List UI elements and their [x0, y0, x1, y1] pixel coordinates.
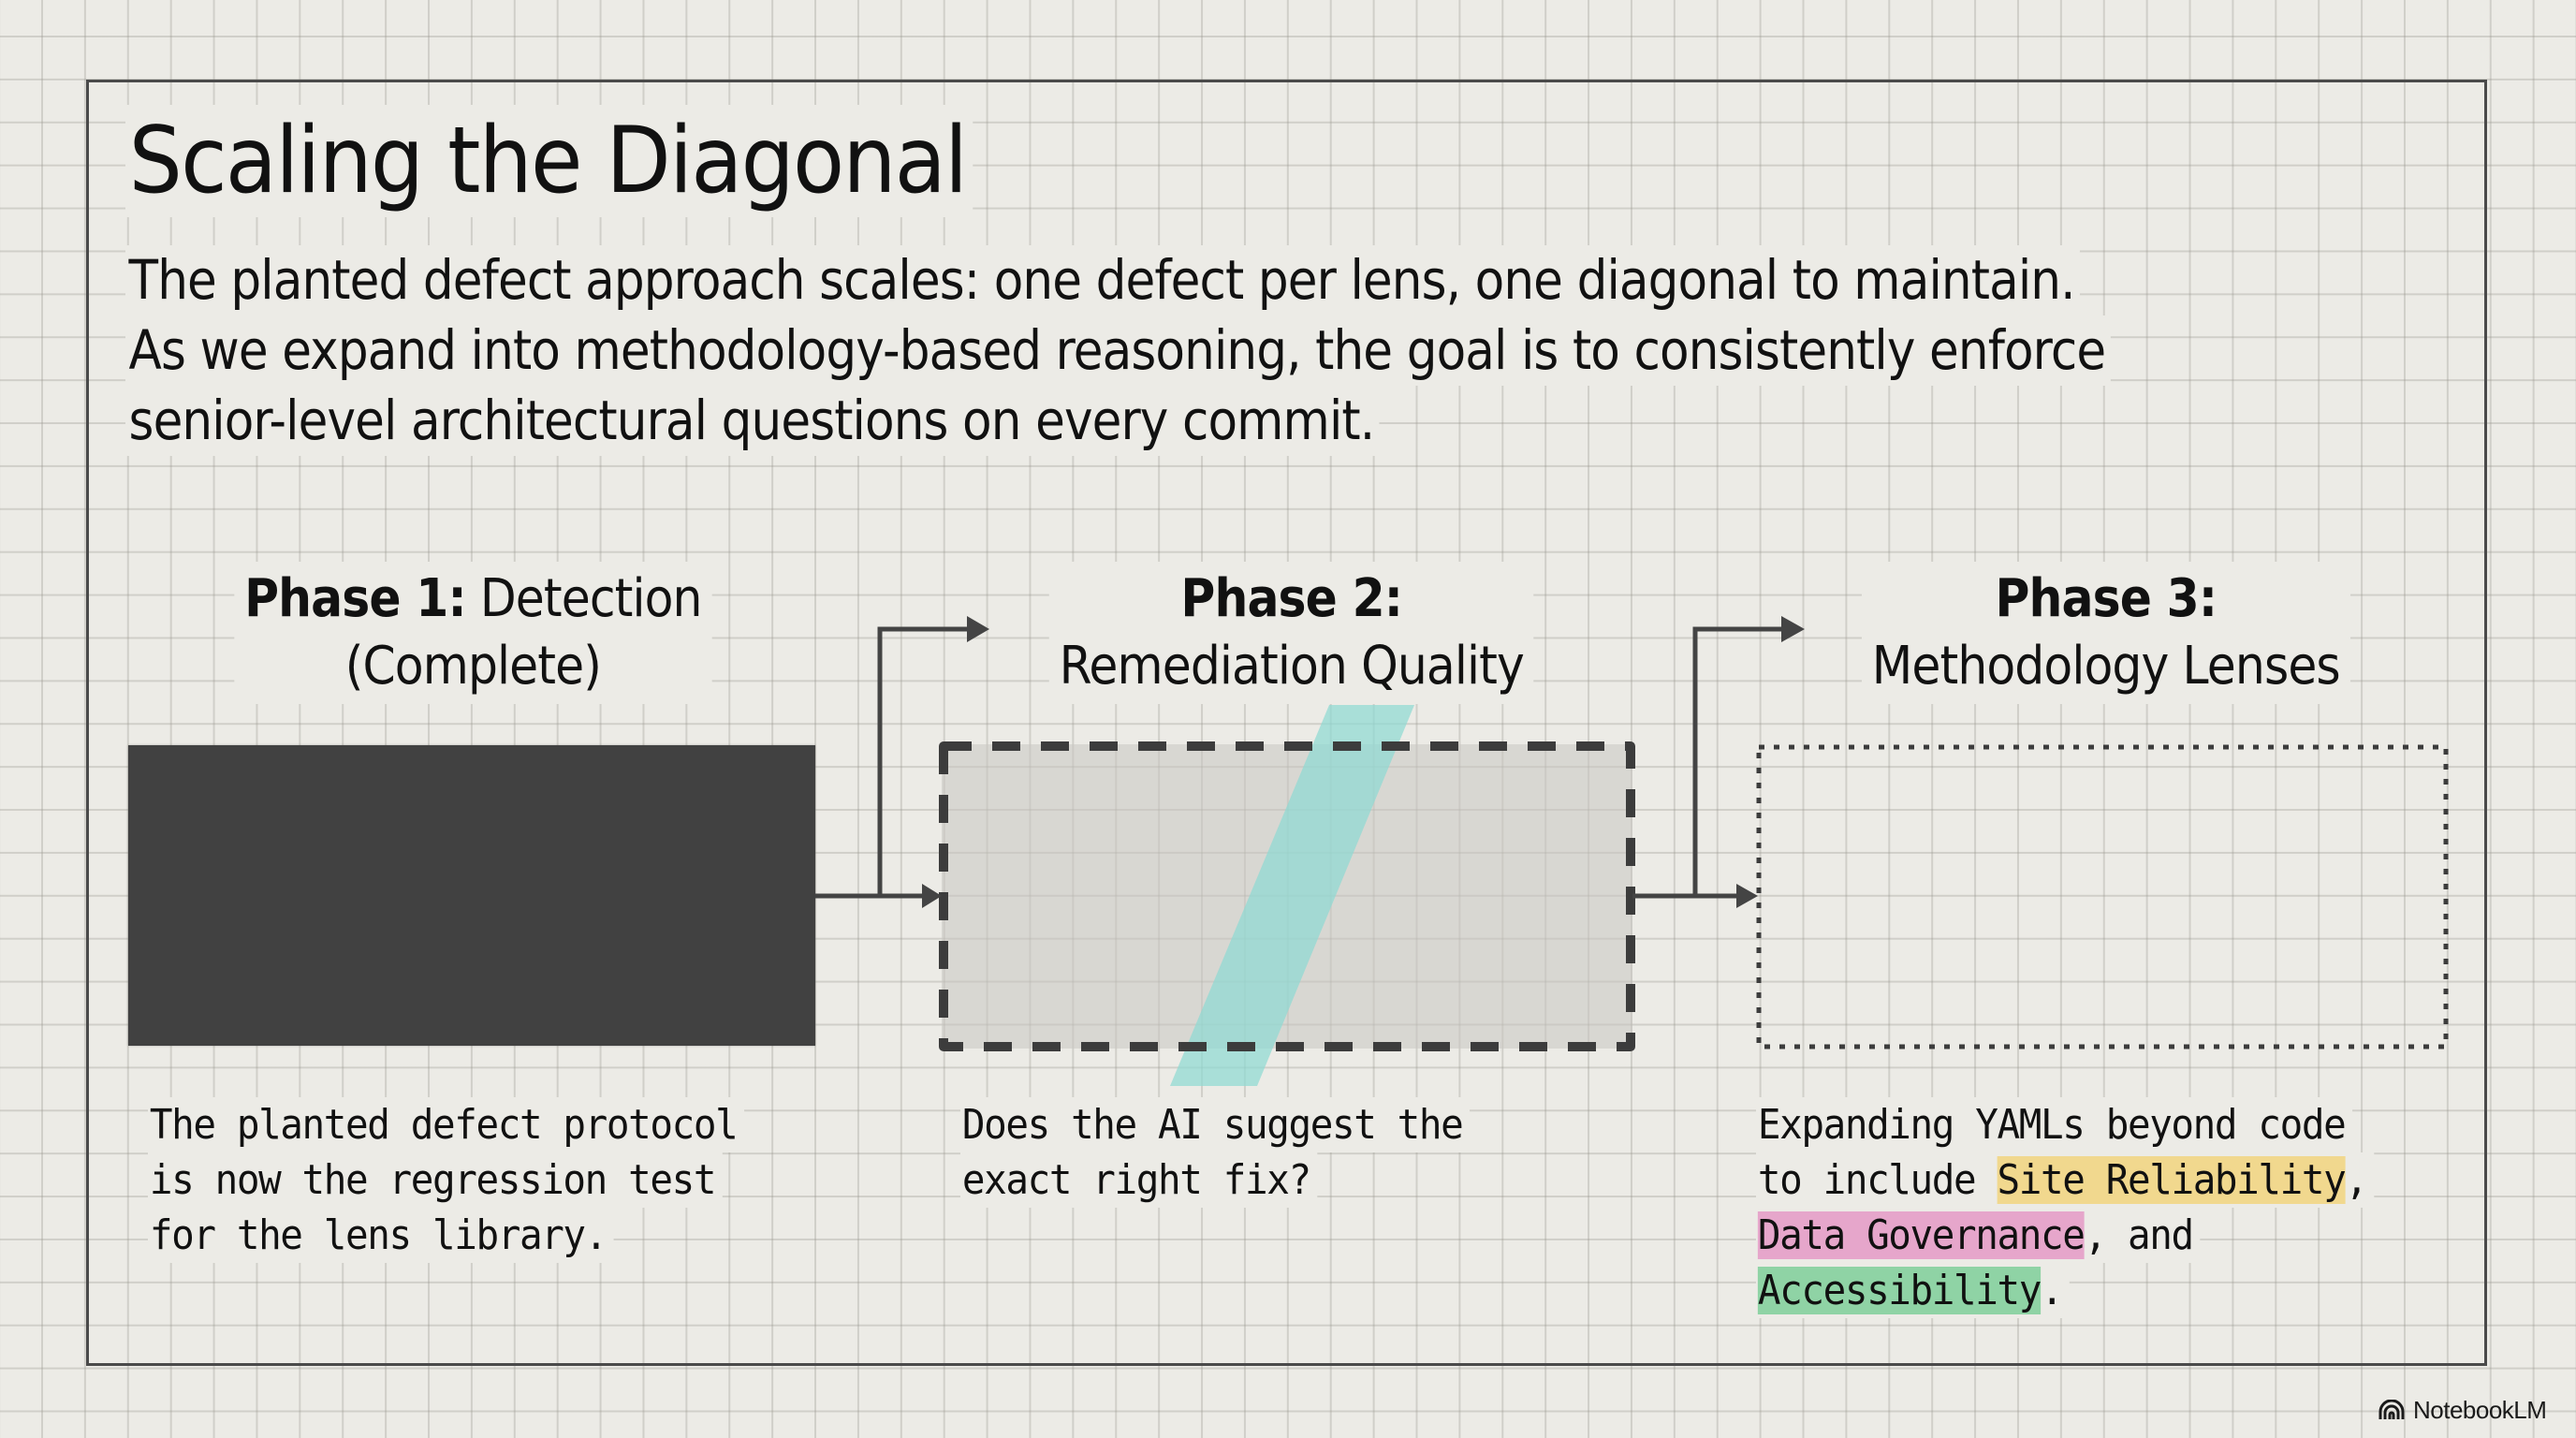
- description-line: Data Governance, and: [1756, 1208, 2201, 1263]
- phase-3-description: Expanding YAMLs beyond code to include S…: [1756, 1097, 2375, 1318]
- description-line: The planted defect protocol: [148, 1097, 744, 1152]
- highlight-data-governance: Data Governance: [1757, 1211, 2086, 1259]
- slide-frame: [86, 80, 2487, 1366]
- logo-text: NotebookLM: [2413, 1395, 2547, 1424]
- text: ,: [2345, 1156, 2368, 1204]
- description-line: for the lens library.: [148, 1208, 614, 1263]
- slide-title: Scaling the Diagonal: [125, 105, 973, 217]
- phase-1-label-line2: (Complete): [344, 636, 601, 697]
- phase-2-description: Does the AI suggest the exact right fix?: [960, 1097, 1470, 1208]
- phase-1-label-bold: Phase 1:: [243, 568, 466, 629]
- text: .: [2040, 1267, 2064, 1314]
- phase-1-heading: Phase 1: Detection (Complete): [192, 562, 754, 704]
- phase-1-description: The planted defect protocol is now the r…: [148, 1097, 744, 1263]
- notebooklm-logo: NotebookLM: [2378, 1395, 2547, 1425]
- highlight-accessibility: Accessibility: [1757, 1267, 2042, 1314]
- phase-3-label-bold: Phase 3:: [1995, 568, 2217, 629]
- phase-1-box: [128, 745, 815, 1046]
- phase-1-label-rest: Detection: [479, 568, 702, 629]
- phase-2-label-bold: Phase 2:: [1180, 568, 1403, 629]
- phase-3-label-line2: Methodology Lenses: [1871, 636, 2341, 697]
- text: to include: [1757, 1156, 1998, 1204]
- description-line: exact right fix?: [960, 1152, 1318, 1208]
- notebooklm-icon: [2378, 1400, 2405, 1419]
- phase-2-label-line2: Remediation Quality: [1059, 636, 1525, 697]
- subtitle-line: senior-level architectural questions on …: [125, 386, 1380, 456]
- phase-2-heading: Phase 2: Remediation Quality: [992, 562, 1591, 704]
- text: , and: [2084, 1211, 2194, 1259]
- description-line: Expanding YAMLs beyond code: [1756, 1097, 2352, 1152]
- phase-3-heading: Phase 3: Methodology Lenses: [1807, 562, 2406, 704]
- description-line: to include Site Reliability,: [1756, 1152, 2375, 1208]
- description-line: Does the AI suggest the: [960, 1097, 1470, 1152]
- highlight-site-reliability: Site Reliability: [1997, 1156, 2347, 1204]
- subtitle-line: The planted defect approach scales: one …: [125, 245, 2080, 315]
- slide-subtitle: The planted defect approach scales: one …: [125, 245, 2458, 456]
- phase-2-box: [942, 744, 1632, 1049]
- phase-3-box: [1757, 744, 2448, 1049]
- description-line: Accessibility.: [1756, 1263, 2070, 1318]
- description-line: is now the regression test: [148, 1152, 723, 1208]
- subtitle-line: As we expand into methodology-based reas…: [125, 315, 2111, 386]
